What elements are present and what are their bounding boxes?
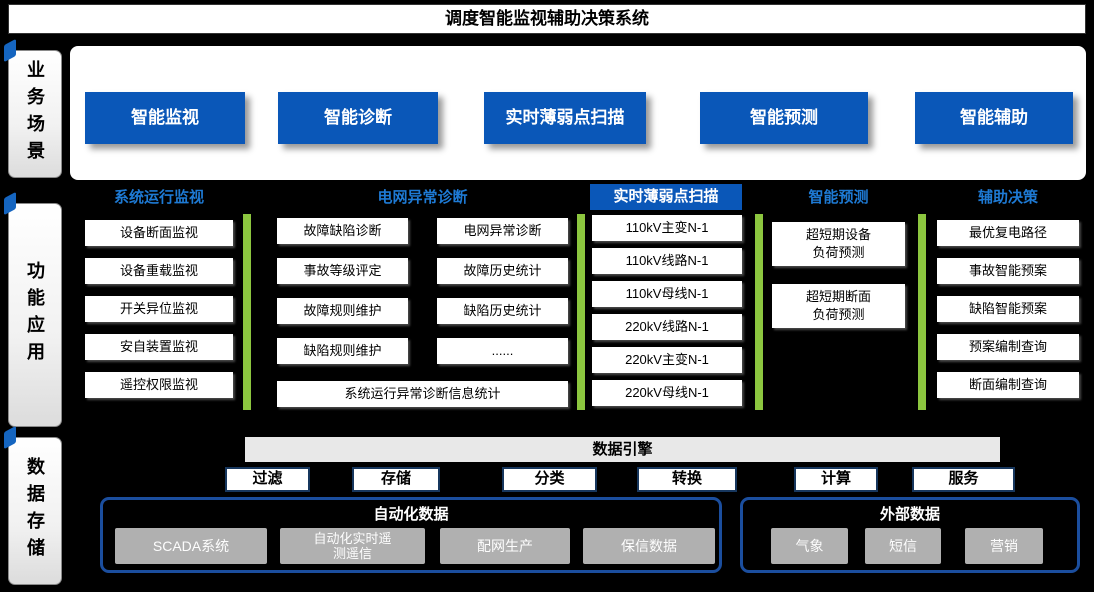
side-tab-business: 业务场景 (4, 38, 62, 178)
column-divider (918, 214, 926, 410)
func-item: 设备断面监视 (85, 220, 233, 246)
func-item: ...... (437, 338, 568, 364)
data-source: 配网生产 (440, 528, 570, 564)
side-tab-storage: 数据存储 (4, 425, 62, 585)
data-source: 营销 (965, 528, 1043, 564)
tab-accent-icon (4, 425, 16, 450)
column-header-weakpoint-scan: 实时薄弱点扫描 (590, 184, 742, 210)
engine-op-store: 存储 (352, 467, 440, 492)
side-tab-functions: 功能应用 (4, 191, 62, 427)
func-item: 110kV主变N-1 (592, 215, 742, 241)
func-item: 最优复电路径 (937, 220, 1079, 246)
func-item: 110kV母线N-1 (592, 281, 742, 307)
func-item: 110kV线路N-1 (592, 248, 742, 274)
engine-op-service: 服务 (912, 467, 1015, 492)
data-group-external: 外部数据 气象 短信 营销 (740, 497, 1080, 573)
data-group-automation: 自动化数据 SCADA系统 自动化实时遥测遥信 配网生产 保信数据 (100, 497, 722, 573)
engine-op-convert: 转换 (637, 467, 737, 492)
column-divider (755, 214, 763, 410)
side-tab-storage-label: 数据存储 (25, 457, 45, 565)
func-item-footer: 系统运行异常诊断信息统计 (277, 381, 568, 407)
side-tab-business-label: 业务场景 (25, 60, 45, 168)
func-item: 220kV主变N-1 (592, 347, 742, 373)
func-item: 缺陷历史统计 (437, 298, 568, 324)
column-divider (243, 214, 251, 410)
engine-op-compute: 计算 (794, 467, 878, 492)
column-header-system-monitoring: 系统运行监视 (113, 189, 204, 206)
func-item: 故障历史统计 (437, 258, 568, 284)
func-item: 设备重载监视 (85, 258, 233, 284)
data-source: SCADA系统 (115, 528, 267, 564)
func-item: 电网异常诊断 (437, 218, 568, 244)
func-item: 超短期断面负荷预测 (772, 284, 905, 328)
business-scenarios-panel: 智能监视 智能诊断 实时薄弱点扫描 智能预测 智能辅助 (70, 46, 1086, 180)
scenario-button-prediction[interactable]: 智能预测 (700, 92, 868, 144)
side-tab-functions-label: 功能应用 (25, 261, 45, 369)
func-item: 故障规则维护 (277, 298, 408, 324)
func-item: 预案编制查询 (937, 334, 1079, 360)
func-item: 开关异位监视 (85, 296, 233, 322)
data-group-title: 自动化数据 (373, 506, 449, 523)
func-item: 缺陷智能预案 (937, 296, 1079, 322)
column-header-decision: 辅助决策 (977, 189, 1038, 206)
data-source: 自动化实时遥测遥信 (280, 528, 425, 564)
func-item: 220kV母线N-1 (592, 380, 742, 406)
data-source-label: 自动化实时遥测遥信 (313, 531, 392, 561)
func-item: 故障缺陷诊断 (277, 218, 408, 244)
engine-op-filter: 过滤 (225, 467, 310, 492)
data-source: 气象 (771, 528, 848, 564)
column-header-grid-diagnosis: 电网异常诊断 (377, 189, 468, 206)
func-item: 事故等级评定 (277, 258, 408, 284)
scenario-button-diagnosis[interactable]: 智能诊断 (278, 92, 438, 144)
column-divider (577, 214, 585, 410)
func-item: 事故智能预案 (937, 258, 1079, 284)
func-item: 安自装置监视 (85, 334, 233, 360)
data-engine-banner: 数据引擎 (245, 437, 1000, 462)
scenario-button-monitoring[interactable]: 智能监视 (85, 92, 245, 144)
tab-accent-icon (4, 38, 16, 63)
column-header-prediction: 智能预测 (808, 189, 869, 206)
scenario-button-weakpoint-scan[interactable]: 实时薄弱点扫描 (484, 92, 646, 144)
func-item-label: 超短期断面负荷预测 (805, 289, 871, 322)
func-item: 220kV线路N-1 (592, 314, 742, 340)
data-source: 短信 (865, 528, 941, 564)
data-source: 保信数据 (583, 528, 715, 564)
page-title: 调度智能监视辅助决策系统 (8, 4, 1086, 34)
func-item: 缺陷规则维护 (277, 338, 408, 364)
scenario-button-assistance[interactable]: 智能辅助 (915, 92, 1073, 144)
func-item-label: 超短期设备负荷预测 (805, 227, 871, 260)
func-item: 超短期设备负荷预测 (772, 222, 905, 266)
engine-op-classify: 分类 (502, 467, 597, 492)
func-item: 断面编制查询 (937, 372, 1079, 398)
func-item: 遥控权限监视 (85, 372, 233, 398)
data-group-title: 外部数据 (879, 506, 940, 523)
tab-accent-icon (4, 191, 16, 216)
